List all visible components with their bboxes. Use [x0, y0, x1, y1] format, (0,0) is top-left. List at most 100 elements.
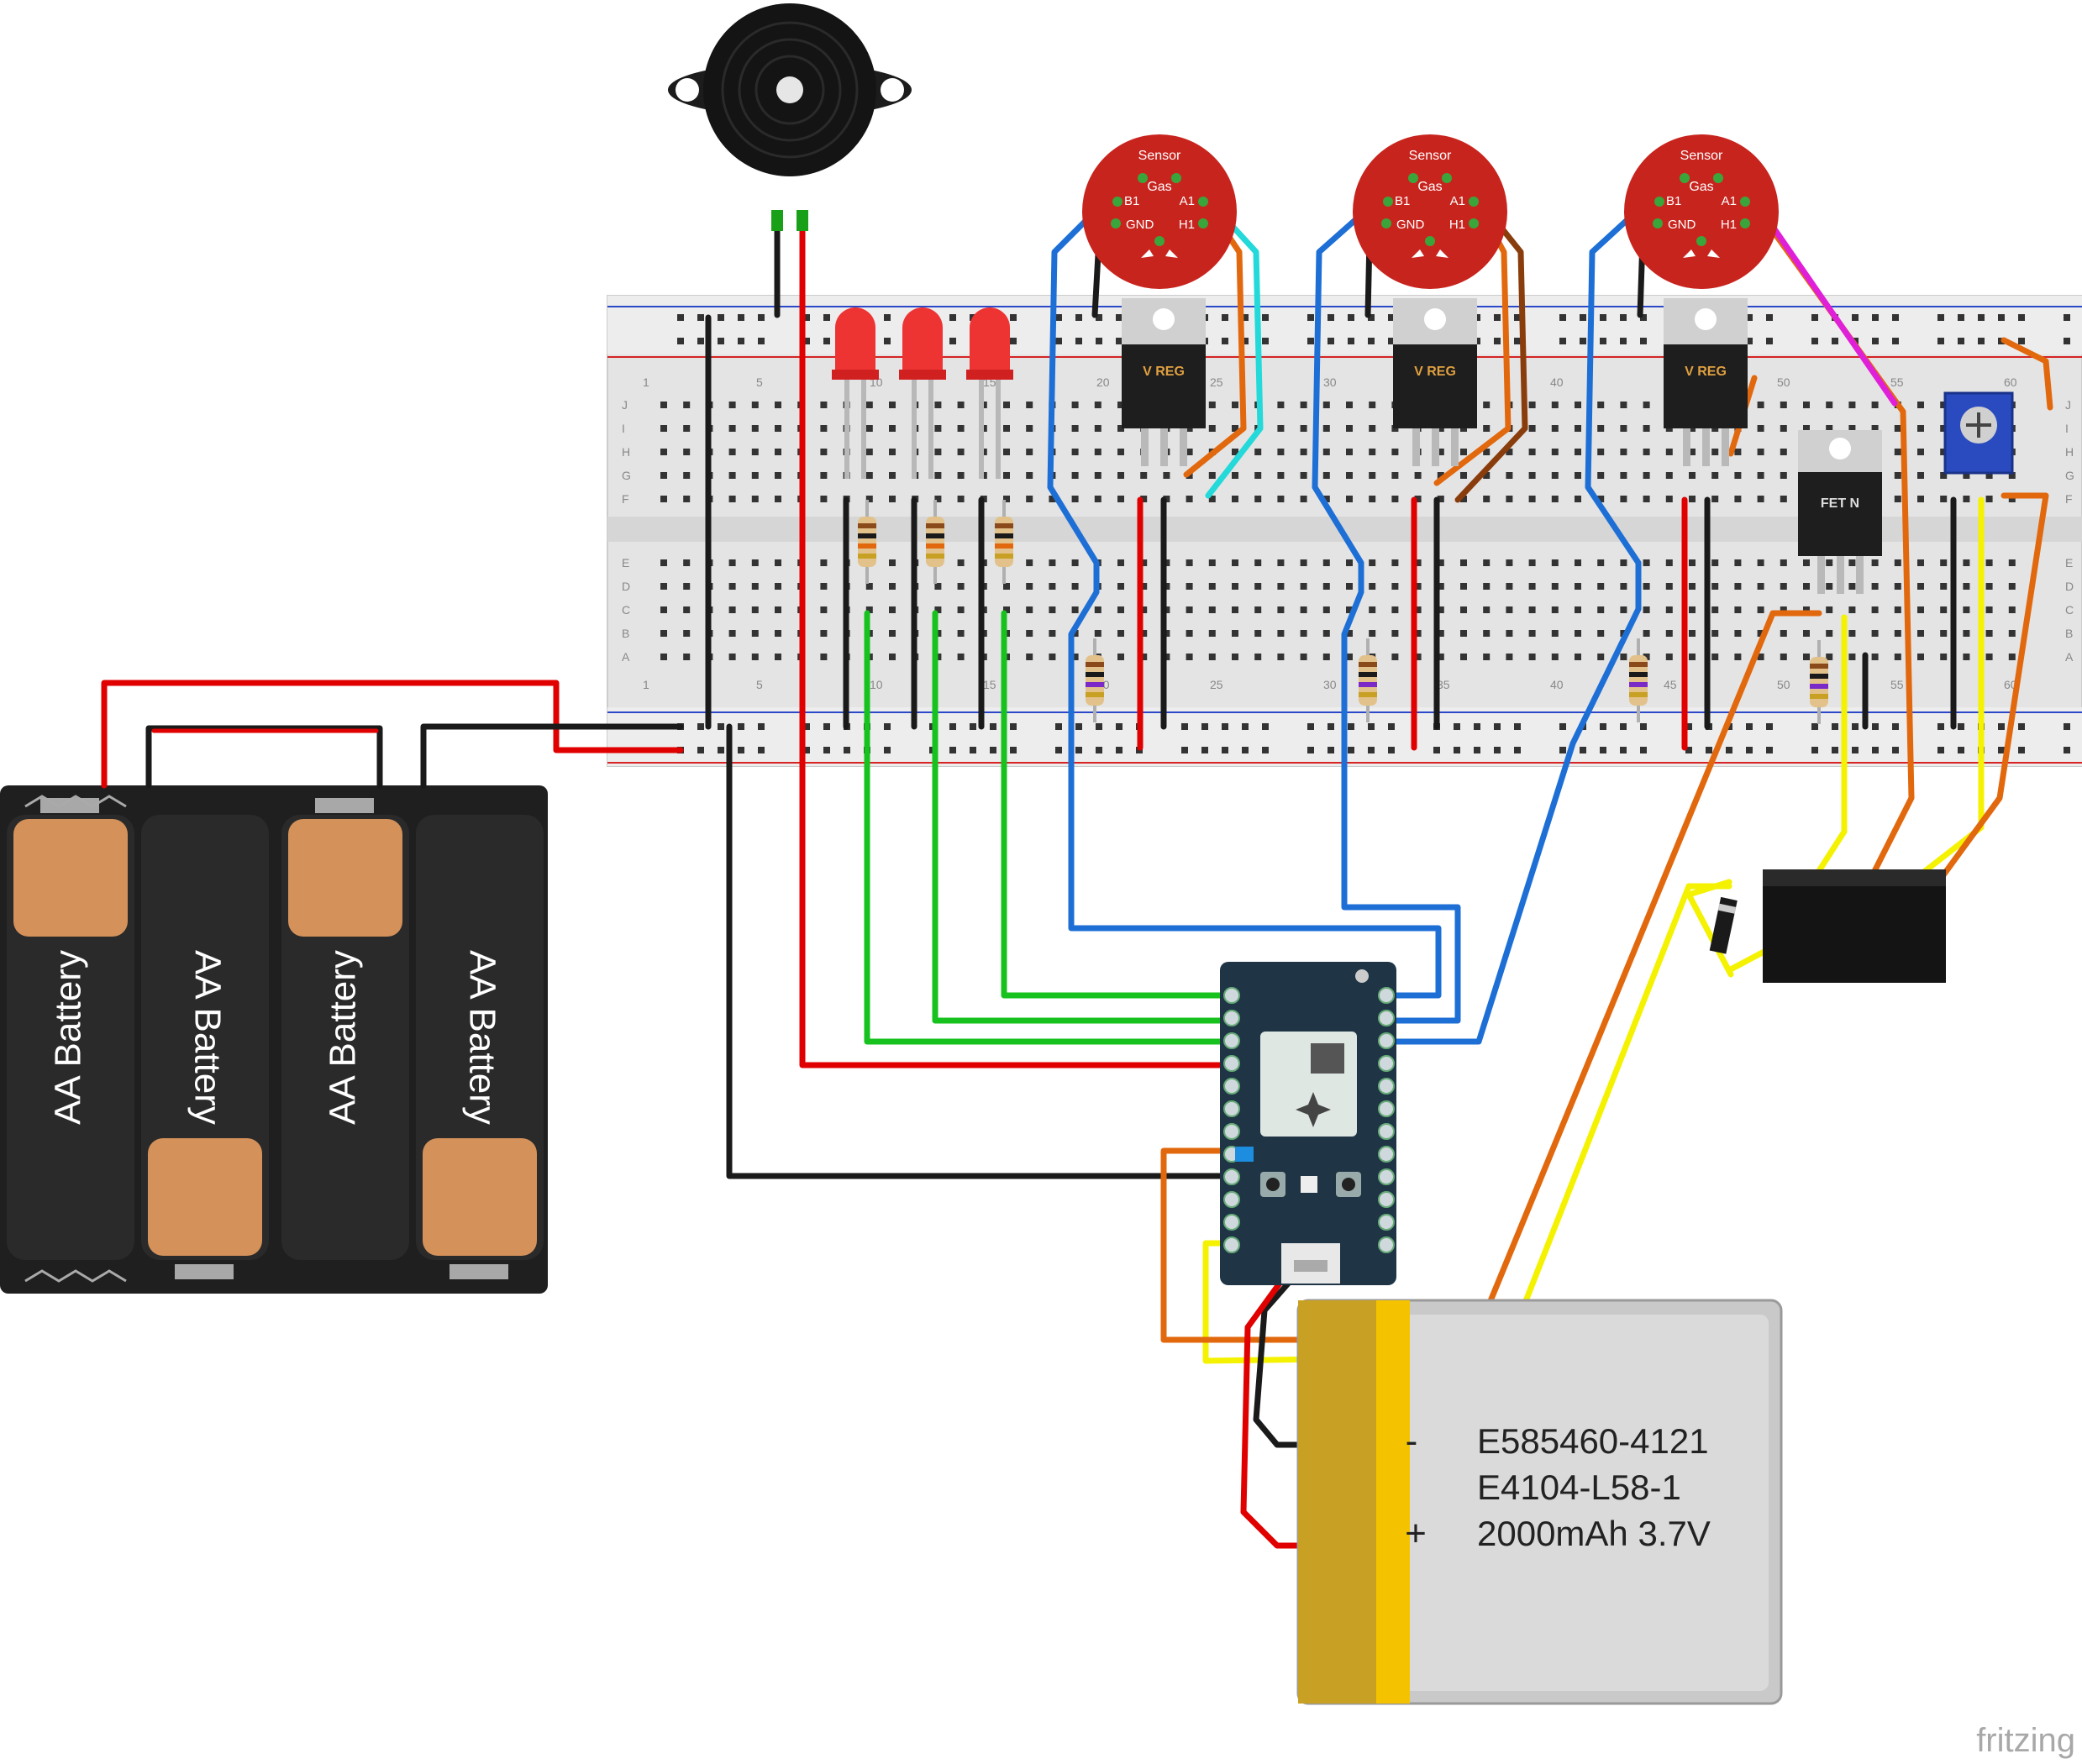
wire-gnd-to-photon — [726, 723, 1237, 1179]
rail-hole — [1559, 338, 1566, 344]
photon-pin-left — [1223, 1032, 1240, 1049]
rail-hole — [1832, 747, 1838, 753]
photon-board — [1220, 962, 1396, 1285]
breadboard-hole — [1665, 654, 1673, 660]
sensor-pad — [1680, 173, 1690, 183]
breadboard-hole — [1300, 583, 1307, 590]
rail-hole — [1328, 314, 1334, 321]
column-number: 25 — [1210, 678, 1223, 691]
breadboard-hole — [1483, 559, 1491, 566]
breadboard-hole — [1597, 654, 1605, 660]
breadboard-hole — [660, 449, 667, 455]
rail-hole — [1640, 338, 1647, 344]
rail-hole — [1075, 314, 1082, 321]
breadboard-hole — [775, 630, 781, 637]
breadboard-hole — [1985, 496, 1993, 502]
rail-hole — [1055, 314, 1062, 321]
sensor-pad — [1469, 218, 1479, 228]
breadboard-hole — [1894, 630, 1901, 637]
breadboard-hole — [1551, 583, 1559, 590]
breadboard-hole — [1803, 630, 1810, 637]
breadboard-hole — [1414, 496, 1422, 502]
rail-hole — [1096, 723, 1102, 730]
breadboard-hole — [1963, 583, 1970, 590]
breadboard-hole — [1322, 472, 1330, 479]
breadboard-hole — [1917, 583, 1924, 590]
breadboard-hole — [1369, 449, 1376, 455]
wire-led1-green — [864, 610, 1237, 1045]
breadboard-hole — [1483, 630, 1491, 637]
rail-hole — [1368, 338, 1375, 344]
rail-hole — [1620, 338, 1627, 344]
rail-hole — [1514, 747, 1521, 753]
voltage-regulator-3: V REG — [1664, 298, 1748, 466]
sensor-pin-label: GND — [1396, 218, 1425, 232]
rail-hole — [1872, 723, 1879, 730]
breadboard-hole — [775, 472, 781, 479]
rail-hole — [1454, 723, 1460, 730]
rail-hole — [1811, 723, 1818, 730]
breadboard-hole — [1369, 472, 1376, 479]
lipo-label-line3: 2000mAh 3.7V — [1477, 1514, 1711, 1553]
photon-pin-right — [1378, 1123, 1395, 1140]
breadboard-hole — [1597, 583, 1605, 590]
rail-hole — [1222, 314, 1228, 321]
rail-hole — [1559, 314, 1566, 321]
breadboard-hole — [1551, 654, 1559, 660]
row-letter: B — [2065, 627, 2073, 640]
breadboard-hole — [957, 402, 965, 408]
breadboard-hole — [1551, 559, 1559, 566]
breadboard-hole — [1711, 654, 1719, 660]
sensor-pad — [1654, 197, 1664, 207]
rail-hole — [1600, 723, 1606, 730]
breadboard-hole — [728, 402, 736, 408]
breadboard-hole — [1026, 449, 1033, 455]
breadboard-hole — [1208, 630, 1216, 637]
breadboard-hole — [1208, 472, 1216, 479]
wire-buzzer-red — [799, 223, 1237, 1068]
breadboard-hole — [751, 583, 759, 590]
rail-hole — [1937, 747, 1944, 753]
rail-hole — [803, 314, 810, 321]
breadboard-hole — [660, 630, 667, 637]
breadboard-hole — [934, 449, 942, 455]
breadboard-hole — [1506, 630, 1513, 637]
rail-hole — [803, 338, 810, 344]
breadboard-hole — [1757, 472, 1764, 479]
row-letter: F — [622, 492, 629, 506]
breadboard-hole — [1803, 583, 1810, 590]
breadboard-hole — [1711, 559, 1719, 566]
breadboard-hole — [1803, 402, 1810, 408]
diode — [1709, 896, 1738, 954]
rail-hole — [1746, 338, 1753, 344]
breadboard-hole — [1254, 449, 1262, 455]
rail-hole — [1454, 747, 1460, 753]
breadboard-hole — [889, 449, 896, 455]
breadboard-hole — [1414, 472, 1422, 479]
rail-hole — [823, 723, 830, 730]
wire-sensor3-blue — [1391, 202, 1646, 1045]
rail-hole — [1514, 314, 1521, 321]
rail-hole — [1852, 747, 1859, 753]
column-number: 50 — [1777, 375, 1790, 389]
rail-hole — [1307, 723, 1314, 730]
breadboard-hole — [1575, 559, 1581, 566]
breadboard-hole — [2008, 496, 2016, 502]
breadboard-hole — [1208, 559, 1216, 566]
breadboard-hole — [1963, 654, 1970, 660]
breadboard-hole — [820, 425, 828, 432]
breadboard-hole — [889, 559, 896, 566]
sensor-pin-label: H1 — [1449, 218, 1465, 232]
breadboard-hole — [1414, 583, 1422, 590]
breadboard-hole — [1049, 654, 1056, 660]
breadboard-hole — [1620, 472, 1627, 479]
breadboard-hole — [1848, 425, 1856, 432]
breadboard-hole — [1506, 449, 1513, 455]
breadboard-hole — [775, 606, 781, 613]
breadboard-hole — [1689, 654, 1696, 660]
breadboard-hole — [1322, 654, 1330, 660]
breadboard-hole — [1985, 559, 1993, 566]
breadboard-hole — [1780, 496, 1787, 502]
rail-hole — [677, 314, 684, 321]
breadboard-hole — [1322, 402, 1330, 408]
